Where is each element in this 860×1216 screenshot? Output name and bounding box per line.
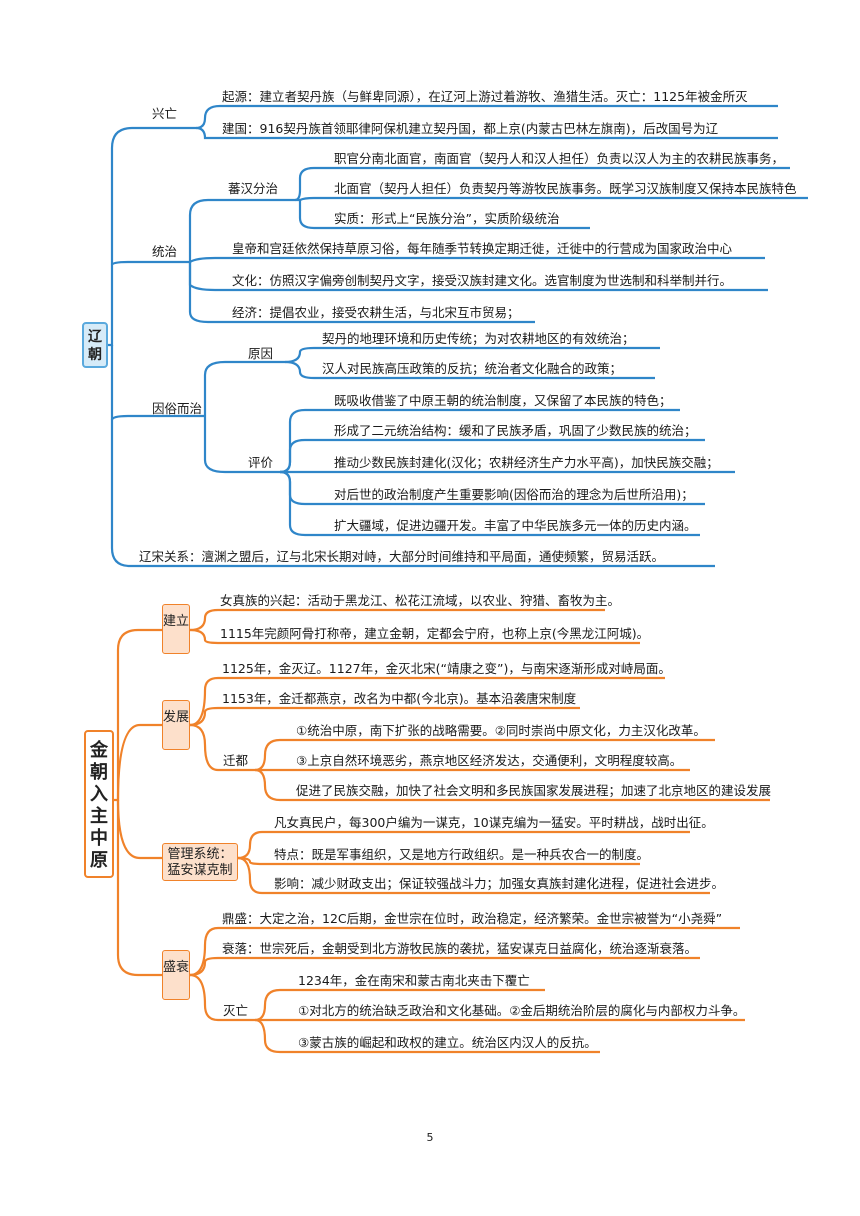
jin-miewang-item: ③蒙古族的崛起和政权的建立。统治区内汉人的反抗。 [298, 1035, 597, 1050]
jin-root-node: 金朝入主中原 [84, 730, 114, 878]
liao-root-node: 辽朝 [82, 322, 108, 368]
jin-guanli-item: 凡女真民户，每300户编为一谋克，10谋克编为一猛安。平时耕战，战时出征。 [274, 815, 714, 830]
liao-pingjia-item: 扩大疆域，促进边疆开发。丰富了中华民族多元一体的历史内涵。 [334, 518, 697, 533]
liao-yuanyin-item: 契丹的地理环境和历史传统；为对农耕地区的有效统治； [322, 331, 635, 346]
jin-shengshuai-item: 鼎盛：大定之治，12C后期，金世宗在位时，政治稳定，经济繁荣。金世宗被誉为“小尧… [222, 911, 723, 926]
jin-miewang-item: ①对北方的统治缺乏政治和文化基础。②金后期统治阶层的腐化与内部权力斗争。 [298, 1003, 746, 1018]
liao-xingwang-item: 建国：916契丹族首领耶律阿保机建立契丹国，都上京(内蒙古巴林左旗南)，后改国号… [222, 121, 719, 136]
jin-qiandu-item: ①统治中原，南下扩张的战略需要。②同时崇尚中原文化，力主汉化改革。 [296, 723, 706, 738]
jin-jianli-item: 女真族的兴起：活动于黑龙江、松花江流域，以农业、狩猎、畜牧为主。 [220, 593, 621, 608]
jin-qiandu-label: 迁都 [223, 753, 249, 768]
jin-jianli-node: 建立 [162, 604, 190, 654]
liao-tongzhi-item: 皇帝和宫廷依然保持草原习俗，每年随季节转换定期迁徙，迁徙中的行营成为国家政治中心 [232, 241, 733, 256]
jin-jianli-item: 1115年完颜阿骨打称帝，建立金朝，定都会宁府，也称上京(今黑龙江阿城)。 [220, 626, 650, 641]
jin-guanli-node: 管理系统： 猛安谋克制 [162, 843, 238, 881]
jin-guanli-label-line1: 管理系统： [167, 847, 233, 862]
jin-qiandu-item: 促进了民族交融，加快了社会文明和多民族国家发展进程；加速了北京地区的建设发展 [296, 783, 772, 798]
jin-fazhan-item: 1125年，金灭辽。1127年，金灭北宋(“靖康之变”)，与南宋逐渐形成对峙局面… [222, 661, 671, 676]
liao-fanhan-item: 职官分南北面官，南面官（契丹人和汉人担任）负责以汉人为主的农耕民族事务， [334, 151, 785, 166]
liao-yuanyin-item: 汉人对民族高压政策的反抗；统治者文化融合的政策； [322, 361, 623, 376]
liao-tongzhi-item: 经济：提倡农业，接受农耕生活，与北宋互市贸易； [232, 305, 520, 320]
jin-guanli-label-line2: 猛安谋克制 [167, 863, 233, 878]
liao-liaosong-relation: 辽宋关系：澶渊之盟后，辽与北宋长期对峙，大部分时间维持和平局面，通使频繁，贸易活… [139, 549, 665, 564]
jin-shengshuai-node: 盛衰 [162, 950, 190, 1000]
liao-pingjia-item: 推动少数民族封建化(汉化；农耕经济生产力水平高)，加快民族交融； [334, 455, 719, 470]
liao-tongzhi-item: 文化：仿照汉字偏旁创制契丹文字，接受汉族封建文化。选官制度为世选制和科举制并行。 [232, 273, 733, 288]
jin-shengshuai-item: 衰落：世宗死后，金朝受到北方游牧民族的袭扰，猛安谋克日益腐化，统治逐渐衰落。 [222, 941, 698, 956]
liao-yinsu-label: 因俗而治 [152, 401, 203, 416]
jin-guanli-item: 影响：减少财政支出；保证较强战斗力；加强女真族封建化进程，促进社会进步。 [274, 876, 725, 891]
liao-xingwang-item: 起源：建立者契丹族（与鲜卑同源），在辽河上游过着游牧、渔猎生活。灭亡：1125年… [222, 89, 748, 104]
liao-pingjia-item: 形成了二元统治结构：缓和了民族矛盾，巩固了少数民族的统治； [334, 423, 697, 438]
liao-pingjia-item: 既吸收借鉴了中原王朝的统治制度，又保留了本民族的特色； [334, 393, 672, 408]
jin-fazhan-item: 1153年，金迁都燕京，改名为中都(今北京)。基本沿袭唐宋制度 [222, 691, 577, 706]
liao-pingjia-label: 评价 [248, 455, 274, 470]
jin-qiandu-item: ③上京自然环境恶劣，燕京地区经济发达，交通便利，文明程度较高。 [296, 753, 683, 768]
liao-fanhan-item: 实质：形式上“民族分治”，实质阶级统治 [334, 211, 560, 226]
liao-fanhan-item: 北面官（契丹人担任）负责契丹等游牧民族事务。既学习汉族制度又保持本民族特色 [334, 181, 797, 196]
page-number: 5 [426, 1131, 434, 1144]
jin-fazhan-node: 发展 [162, 700, 190, 750]
liao-pingjia-item: 对后世的政治制度产生重要影响(因俗而治的理念为后世所沿用)； [334, 487, 694, 502]
liao-tongzhi-label: 统治 [152, 244, 178, 259]
liao-xingwang-label: 兴亡 [152, 106, 178, 121]
jin-guanli-item: 特点：既是军事组织，又是地方行政组织。是一种兵农合一的制度。 [274, 847, 650, 862]
liao-fanhan-label: 蕃汉分治 [228, 181, 279, 196]
jin-miewang-label: 灭亡 [223, 1003, 249, 1018]
liao-yuanyin-label: 原因 [248, 346, 274, 361]
jin-miewang-item: 1234年，金在南宋和蒙古南北夹击下覆亡 [298, 973, 530, 988]
